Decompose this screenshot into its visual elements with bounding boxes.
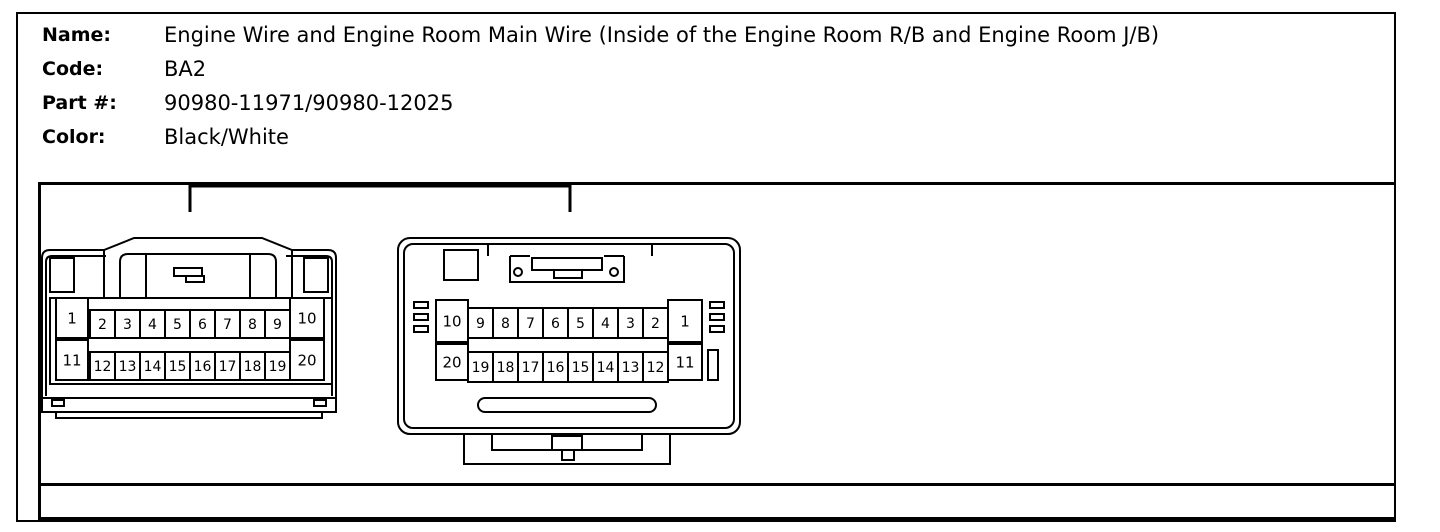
pin-label: 8 <box>248 317 257 333</box>
pin-label: 9 <box>273 317 282 333</box>
connector-pair-bracket <box>188 184 572 212</box>
left-pin-3: 3 <box>114 309 141 339</box>
pin-label: 3 <box>626 316 635 332</box>
pin-label: 4 <box>148 317 157 333</box>
left-pin-9: 9 <box>264 309 291 339</box>
name-label: Name: <box>42 24 112 46</box>
part-number-label: Part #: <box>42 92 117 114</box>
pin-label: 18 <box>497 360 515 376</box>
pin-label: 11 <box>62 351 81 369</box>
left-pin-13: 13 <box>114 351 141 381</box>
pin-label: 8 <box>501 316 510 332</box>
right-pin-16: 16 <box>542 351 569 383</box>
pin-label: 19 <box>269 359 287 375</box>
panel-divider <box>38 483 1394 486</box>
pin-label: 17 <box>522 360 540 376</box>
left-pin-15: 15 <box>164 351 191 381</box>
pin-label: 3 <box>123 317 132 333</box>
color-label: Color: <box>42 126 106 148</box>
pin-label: 13 <box>622 360 640 376</box>
left-pin-4: 4 <box>139 309 166 339</box>
right-pin-1: 1 <box>667 299 703 343</box>
pin-label: 1 <box>67 309 77 327</box>
code-label: Code: <box>42 58 104 80</box>
pin-label: 16 <box>547 360 565 376</box>
right-pin-9: 9 <box>467 307 494 339</box>
pin-label: 15 <box>169 359 187 375</box>
code-value: BA2 <box>164 57 207 81</box>
pin-label: 1 <box>680 312 690 330</box>
left-connector-body <box>41 237 337 419</box>
pin-label: 2 <box>651 316 660 332</box>
pin-label: 7 <box>223 317 232 333</box>
right-connector-body <box>397 237 741 465</box>
pin-label: 6 <box>551 316 560 332</box>
pin-label: 5 <box>576 316 585 332</box>
right-pin-6: 6 <box>542 307 569 339</box>
right-pin-13: 13 <box>617 351 644 383</box>
left-pin-7: 7 <box>214 309 241 339</box>
document-frame <box>16 12 1396 522</box>
pin-label: 10 <box>297 309 316 327</box>
left-pin-17: 17 <box>214 351 241 381</box>
pin-label: 18 <box>244 359 262 375</box>
pin-label: 2 <box>98 317 107 333</box>
pin-label: 4 <box>601 316 610 332</box>
right-pin-8: 8 <box>492 307 519 339</box>
right-pin-7: 7 <box>517 307 544 339</box>
right-pin-4: 4 <box>592 307 619 339</box>
right-pin-12: 12 <box>642 351 669 383</box>
right-pin-17: 17 <box>517 351 544 383</box>
pin-label: 11 <box>675 353 694 371</box>
pin-label: 16 <box>194 359 212 375</box>
color-value: Black/White <box>164 125 289 149</box>
left-pin-12: 12 <box>89 351 116 381</box>
pin-label: 5 <box>173 317 182 333</box>
pin-label: 10 <box>442 312 461 330</box>
left-pin-19: 19 <box>264 351 291 381</box>
right-pin-14: 14 <box>592 351 619 383</box>
right-pin-19: 19 <box>467 351 494 383</box>
part-number-value: 90980-11971/90980-12025 <box>164 91 454 115</box>
right-pin-20: 20 <box>435 343 469 381</box>
right-pin-11: 11 <box>667 343 703 381</box>
pin-label: 9 <box>476 316 485 332</box>
left-pin-11: 11 <box>55 339 89 381</box>
left-pin-8: 8 <box>239 309 266 339</box>
left-pin-20: 20 <box>289 339 325 381</box>
pin-label: 19 <box>472 360 490 376</box>
pin-label: 12 <box>94 359 112 375</box>
pin-label: 12 <box>647 360 665 376</box>
left-pin-5: 5 <box>164 309 191 339</box>
left-pin-14: 14 <box>139 351 166 381</box>
connector-pins: 1111020212313414515616717818919102011191… <box>55 297 703 383</box>
pin-label: 13 <box>119 359 137 375</box>
pin-label: 14 <box>144 359 162 375</box>
pin-label: 20 <box>442 353 461 371</box>
connector-diagram-panel <box>38 182 1396 520</box>
left-pin-10: 10 <box>289 297 325 339</box>
right-pin-18: 18 <box>492 351 519 383</box>
pin-label: 6 <box>198 317 207 333</box>
right-pin-5: 5 <box>567 307 594 339</box>
pin-label: 20 <box>297 351 316 369</box>
right-pin-2: 2 <box>642 307 669 339</box>
right-pin-15: 15 <box>567 351 594 383</box>
left-pin-2: 2 <box>89 309 116 339</box>
pin-label: 14 <box>597 360 615 376</box>
left-pin-1: 1 <box>55 297 89 339</box>
right-pin-3: 3 <box>617 307 644 339</box>
left-pin-18: 18 <box>239 351 266 381</box>
pin-label: 15 <box>572 360 590 376</box>
pin-label: 7 <box>526 316 535 332</box>
left-pin-16: 16 <box>189 351 216 381</box>
left-pin-6: 6 <box>189 309 216 339</box>
name-value: Engine Wire and Engine Room Main Wire (I… <box>164 23 1160 47</box>
pin-label: 17 <box>219 359 237 375</box>
right-pin-10: 10 <box>435 299 469 343</box>
